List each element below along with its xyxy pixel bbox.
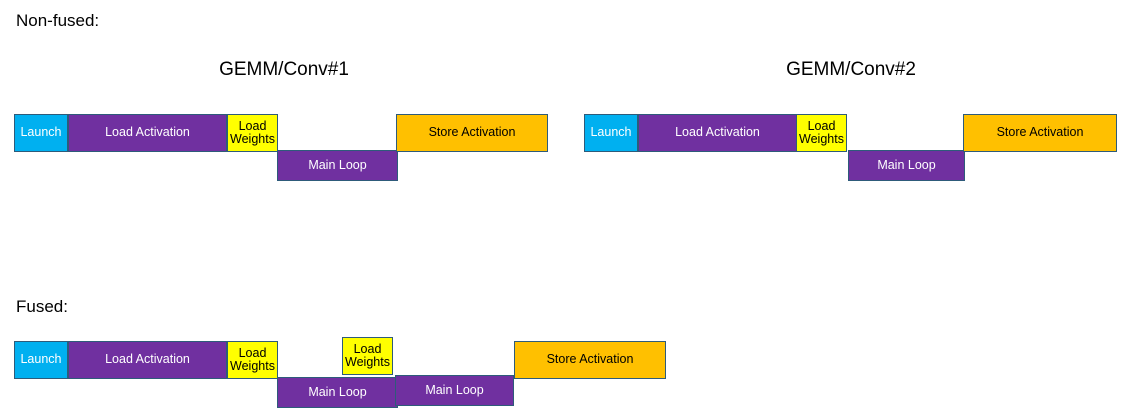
bar-label-load-weights-f2: Load Weights [345, 341, 390, 369]
bar-label-store-activation-f: Store Activation [546, 352, 634, 367]
bar-load-activation-1[interactable]: Load Activation [68, 114, 227, 152]
section-title-fused: Fused: [16, 297, 68, 316]
bar-label-launch-2: Launch [590, 125, 632, 140]
bar-load-weights-1[interactable]: Load Weights [227, 114, 278, 152]
section-title-non-fused: Non-fused: [16, 11, 100, 30]
bar-label-load-activation-f: Load Activation [105, 352, 190, 367]
bar-label-launch-f: Launch [20, 352, 62, 367]
bar-main-loop-f2[interactable]: Main Loop [395, 375, 514, 406]
bar-main-loop-f1[interactable]: Main Loop [277, 377, 398, 408]
bar-label-load-activation-1: Load Activation [105, 125, 190, 140]
bar-store-activation-f[interactable]: Store Activation [514, 341, 666, 379]
bar-load-weights-2[interactable]: Load Weights [796, 114, 847, 152]
bar-label-load-weights-1: Load Weights [230, 118, 275, 146]
bar-store-activation-2[interactable]: Store Activation [963, 114, 1117, 152]
bar-label-main-loop-2: Main Loop [877, 157, 936, 172]
bar-label-load-activation-2: Load Activation [675, 125, 760, 140]
bar-label-store-activation-1: Store Activation [428, 125, 516, 140]
group-title-gemm-conv-1: GEMM/Conv#1 [219, 59, 349, 80]
bar-label-main-loop-f1: Main Loop [308, 384, 367, 399]
bar-launch-f[interactable]: Launch [14, 341, 68, 379]
bar-label-store-activation-2: Store Activation [996, 125, 1084, 140]
bar-load-activation-f[interactable]: Load Activation [68, 341, 227, 379]
bar-load-weights-f2[interactable]: Load Weights [342, 337, 393, 375]
bar-label-load-weights-f1: Load Weights [230, 345, 275, 373]
bar-load-weights-f1[interactable]: Load Weights [227, 341, 278, 379]
bar-main-loop-1[interactable]: Main Loop [277, 150, 398, 181]
bar-launch-1[interactable]: Launch [14, 114, 68, 152]
bar-label-main-loop-1: Main Loop [308, 157, 367, 172]
bar-label-main-loop-f2: Main Loop [425, 382, 484, 397]
bar-load-activation-2[interactable]: Load Activation [638, 114, 797, 152]
bar-main-loop-2[interactable]: Main Loop [848, 150, 965, 181]
bar-label-launch-1: Launch [20, 125, 62, 140]
bar-launch-2[interactable]: Launch [584, 114, 638, 152]
bar-label-load-weights-2: Load Weights [799, 118, 844, 146]
bar-store-activation-1[interactable]: Store Activation [396, 114, 548, 152]
group-title-gemm-conv-2: GEMM/Conv#2 [786, 59, 916, 80]
